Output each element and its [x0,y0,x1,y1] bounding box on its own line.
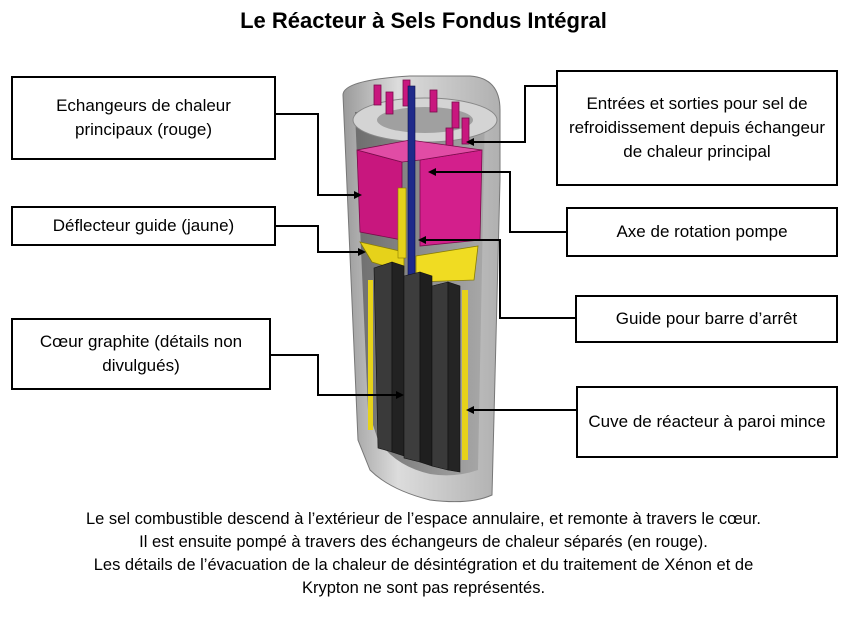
coolant-pipes [373,79,470,153]
label-rod-guide: Guide pour barre d’arrêt [575,295,838,343]
leader-pump-shaft [432,171,566,233]
label-graphite-core: Cœur graphite (détails non divulgués) [11,318,271,390]
heat-exchanger-right [419,149,483,247]
leader-graphite-core [270,354,400,396]
diagram-title: Le Réacteur à Sels Fondus Intégral [240,8,607,33]
leader-arrowheads [354,138,474,414]
pump-shaft [407,85,416,277]
heat-exchanger-top [356,139,483,163]
leader-coolant-inlets [470,85,556,143]
leader-heat-exchangers [275,113,360,196]
vessel-top-opening [377,107,473,133]
caption-line-4: Krypton ne sont pas représentés. [301,579,546,597]
leader-rod-guide [422,239,575,319]
label-coolant-inlets: Entrées et sorties pour sel de refroidis… [556,70,838,186]
graphite-core [373,261,461,473]
label-guide-baffle: Déflecteur guide (jaune) [11,206,276,246]
label-pump-shaft: Axe de rotation pompe [566,207,838,257]
caption-line-2: Il est ensuite pompé à travers des échan… [139,533,708,551]
caption-line-3: Les détails de l’évacuation de la chaleu… [93,556,754,574]
vessel-yellow-lining-left [368,280,373,430]
heat-exchanger-left [356,149,403,241]
leader-guide-baffle [275,225,364,253]
caption: Le sel combustible descend à l’extérieur… [0,508,847,600]
label-heat-exchangers: Echangeurs de chaleur principaux (rouge) [11,76,276,160]
leader-lines [270,85,576,411]
label-vessel: Cuve de réacteur à paroi mince [576,386,838,458]
vessel-yellow-lining-right [462,290,468,460]
guide-baffle-sleeve [397,187,407,259]
caption-line-1: Le sel combustible descend à l’extérieur… [85,510,762,528]
